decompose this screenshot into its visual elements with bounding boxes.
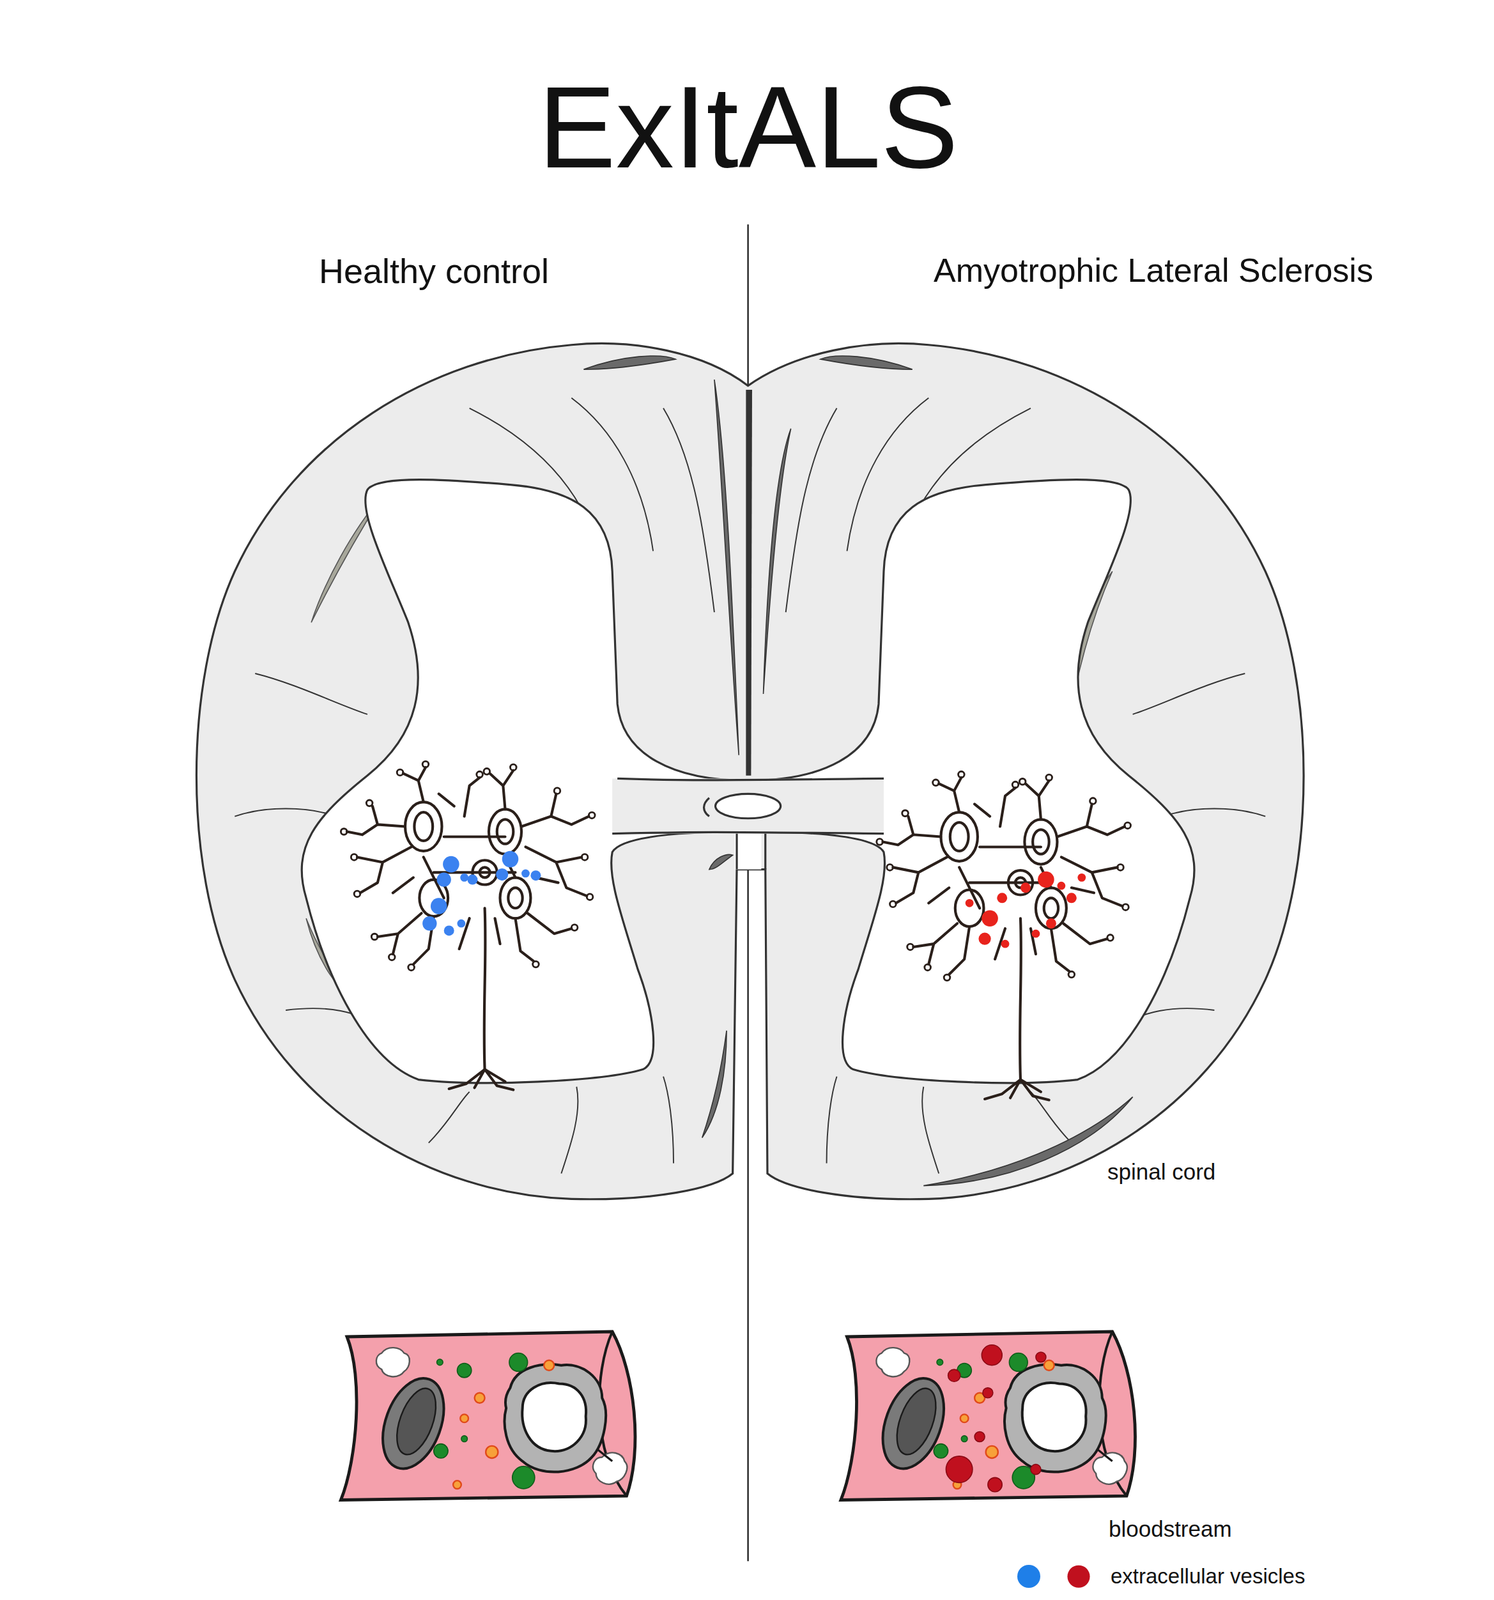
region-label: spinal cord (1107, 1159, 1216, 1185)
legend-text: extracellular vesicles (1110, 1564, 1305, 1589)
legend-swatch (1017, 1564, 1041, 1588)
panel-heading: Healthy control (318, 251, 549, 291)
diagram-title: ExItALS (538, 60, 959, 195)
region-label: bloodstream (1108, 1516, 1233, 1542)
panel-heading: Amyotrophic Lateral Sclerosis (933, 251, 1374, 291)
